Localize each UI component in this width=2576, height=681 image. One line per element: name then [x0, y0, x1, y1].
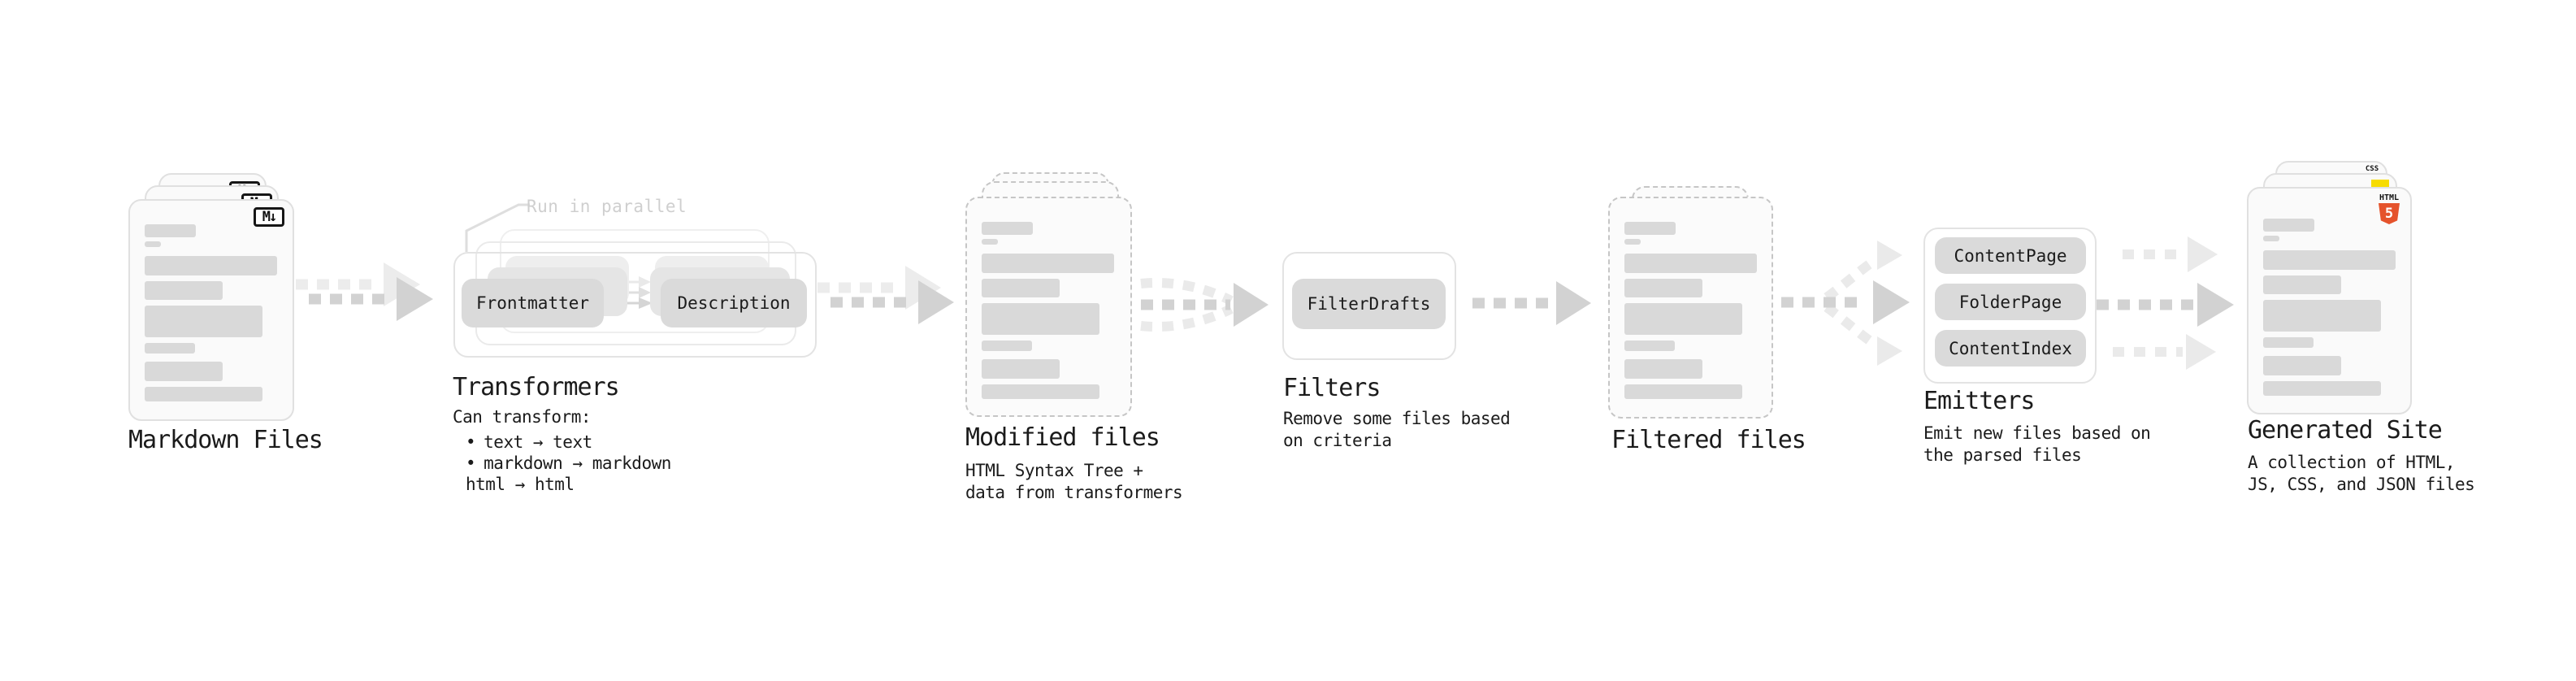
html5-icon-number: 5	[2384, 206, 2394, 222]
skeleton-bar	[982, 359, 1060, 379]
skeleton-bar	[982, 384, 1099, 399]
transformer-box-description: Description	[661, 279, 807, 327]
skeleton-bar	[145, 256, 277, 275]
skeleton-bar	[982, 279, 1060, 297]
arrow-filtered-to-emitters-fan-top	[1824, 241, 1902, 301]
skeleton-bar	[2263, 356, 2341, 375]
skeleton-bar	[2263, 275, 2341, 294]
arrow-modified-to-filters	[1141, 283, 1268, 327]
bullet-line: • markdown → markdown	[453, 453, 671, 474]
skeleton-bar	[1624, 254, 1757, 273]
skeleton-bar	[145, 343, 195, 354]
filter-box-filterdrafts: FilterDrafts	[1292, 279, 1446, 329]
bullet-char: html → html	[466, 475, 575, 494]
site-file-card: HTML 5	[2247, 187, 2412, 414]
transformer-frame	[453, 252, 817, 358]
skeleton-bar	[2263, 300, 2381, 332]
skeleton-bar	[1624, 359, 1702, 379]
skeleton-bar	[145, 224, 196, 237]
arrow-transformers-to-modified-echo	[817, 266, 941, 310]
skeleton-bar	[982, 340, 1032, 351]
skeleton-bar	[982, 239, 998, 245]
arrow-filtered-to-emitters-fan-bottom	[1824, 303, 1902, 366]
run-in-parallel-annotation: Run in parallel	[527, 197, 687, 216]
arrow-markdown-to-transformers	[309, 277, 433, 321]
bullet-char: •	[466, 453, 476, 473]
arrow-emitters-to-site-top	[2123, 236, 2218, 272]
css-icon-label: CSS	[2365, 165, 2379, 173]
arrow-modified-to-filters-merge-curves	[1140, 278, 1234, 332]
filtered-files-title: Filtered files	[1611, 426, 1806, 454]
bullet-line: • text → text	[453, 432, 671, 453]
skeleton-bar	[2263, 236, 2279, 241]
skeleton-bar	[145, 241, 161, 247]
skeleton-bar	[1624, 340, 1675, 351]
generated-site-description: A collection of HTML, JS, CSS, and JSON …	[2248, 453, 2475, 494]
filters-frame	[1282, 252, 1456, 360]
filtered-file-card	[1608, 197, 1773, 419]
emitters-title: Emitters	[1923, 387, 2035, 415]
html5-icon-label: HTML	[2379, 193, 2400, 202]
arrow-transformers-to-modified	[830, 280, 954, 324]
skeleton-bar	[2263, 219, 2314, 232]
skeleton-bar	[145, 387, 262, 401]
bullet-char: •	[466, 432, 476, 452]
transformers-title: Transformers	[453, 373, 620, 401]
skeleton-bar	[145, 306, 262, 337]
bullet-line: html → html	[453, 474, 671, 495]
transformer-box-frontmatter: Frontmatter	[462, 279, 604, 327]
modified-files-title: Modified files	[965, 423, 1160, 452]
emitter-box-contentpage: ContentPage	[1935, 237, 2086, 274]
modified-files-description: HTML Syntax Tree + data from transformer…	[965, 461, 1183, 502]
skeleton-bar	[1624, 239, 1641, 245]
html5-icon-shield: 5	[2379, 203, 2400, 224]
arrow-markdown-to-transformers-echo	[296, 262, 420, 306]
skeleton-bar	[1624, 279, 1702, 297]
emitters-frame	[1923, 228, 2097, 384]
arrow-filters-to-filtered	[1472, 281, 1591, 325]
modified-file-card	[965, 197, 1132, 417]
html5-icon: HTML 5	[2378, 194, 2400, 224]
filters-description: Remove some files based on criteria	[1283, 409, 1511, 450]
transformers-description-heading: Can transform:	[453, 407, 592, 427]
arrow-emitters-to-site-bottom	[2113, 334, 2216, 370]
skeleton-bar	[1624, 384, 1742, 399]
filters-title: Filters	[1283, 374, 1381, 402]
skeleton-bar	[982, 303, 1099, 335]
arrow-emitters-to-site-middle	[2097, 283, 2234, 327]
generated-site-title: Generated Site	[2248, 416, 2443, 445]
skeleton-bar	[145, 281, 223, 300]
skeleton-bar	[145, 362, 223, 381]
skeleton-bar	[1624, 303, 1742, 335]
markdown-file-card: M↓	[128, 199, 294, 421]
bullet-text: markdown → markdown	[484, 453, 671, 473]
transformers-bullet-list: • text → text • markdown → markdown html…	[453, 432, 671, 495]
emitters-description: Emit new files based on the parsed files	[1923, 423, 2151, 465]
markdown-files-label: Markdown Files	[128, 426, 323, 454]
arrow-filtered-to-emitters	[1781, 280, 1910, 324]
skeleton-bar	[2263, 337, 2314, 348]
skeleton-bar	[2263, 250, 2396, 270]
skeleton-bar	[982, 222, 1033, 235]
emitter-box-folderpage: FolderPage	[1935, 284, 2086, 320]
markdown-icon: M↓	[254, 207, 284, 227]
skeleton-bar	[2263, 381, 2381, 396]
bullet-text: text → text	[484, 432, 592, 452]
skeleton-bar	[982, 254, 1114, 273]
skeleton-bar	[1624, 222, 1676, 235]
emitter-box-contentindex: ContentIndex	[1935, 330, 2086, 367]
